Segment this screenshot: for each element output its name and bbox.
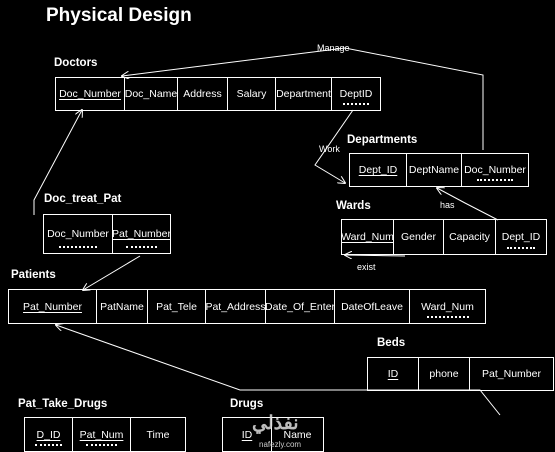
column-gender: Gender <box>393 220 443 254</box>
column-doc-number: Doc_Number <box>461 154 528 186</box>
column-d-id: D_ID <box>25 418 72 451</box>
column-dept-id: Dept_ID <box>495 220 546 254</box>
table-name-doc-treat-pat: Doc_treat_Pat <box>44 193 122 205</box>
column-ward-num: Ward_Num <box>409 290 485 323</box>
column-capacity: Capacity <box>443 220 495 254</box>
table-doc-treat-pat: Doc_Number Pat_Number <box>43 214 171 254</box>
table-wards: Ward_Num Gender Capacity Dept_ID <box>341 219 547 255</box>
column-pat-num: Pat_Num <box>72 418 130 451</box>
table-name-doctors: Doctors <box>54 57 98 69</box>
table-name-pat-take-drugs: Pat_Take_Drugs <box>18 398 108 410</box>
treat-doctor-line <box>33 110 82 215</box>
column-phone: phone <box>418 358 469 390</box>
table-name-departments: Departments <box>347 134 418 146</box>
page-title: Physical Design <box>46 5 192 26</box>
column-id: ID <box>241 428 253 441</box>
treat-patient-line <box>83 255 141 290</box>
table-name-beds: Beds <box>377 337 406 349</box>
column-doc-number: Doc_Number <box>59 88 121 100</box>
relationship-label-exist: exist <box>357 262 376 272</box>
column-date-of-enter: Date_Of_Enter <box>265 290 334 323</box>
table-pat-take-drugs: D_ID Pat_Num Time <box>24 417 186 452</box>
column-pat-number: Pat_Number <box>23 300 82 313</box>
column-address: Address <box>177 78 227 110</box>
column-pat-tele: Pat_Tele <box>147 290 205 323</box>
table-doctors: Doc_Number Doc_Name Address Salary Depar… <box>55 77 381 111</box>
column-pat-number: Pat_Number <box>112 215 170 253</box>
table-departments: Dept_ID DeptName Doc_Number <box>349 153 529 187</box>
column-pat-number: Pat_Number <box>469 358 553 390</box>
column-doc-number: Doc_Number <box>44 215 112 253</box>
column-ward-num: Ward_Num <box>342 231 393 243</box>
relationship-label-manage: Manage <box>317 43 350 53</box>
table-name-wards: Wards <box>336 200 371 212</box>
beds-patient-line <box>56 325 501 416</box>
work-line <box>314 109 354 183</box>
exist-line <box>345 255 406 256</box>
column-salary: Salary <box>227 78 275 110</box>
column-dept-name: DeptName <box>406 154 461 186</box>
table-name-drugs: Drugs <box>230 398 264 410</box>
has-line <box>437 188 499 221</box>
column-pat-name: PatName <box>96 290 147 323</box>
manage-line <box>122 47 484 150</box>
relationship-label-has: has <box>440 200 455 210</box>
column-id: ID <box>387 368 399 380</box>
column-dept-id: DeptID <box>331 78 380 110</box>
table-name-patients: Patients <box>11 269 56 281</box>
column-date-of-leave: DateOfLeave <box>334 290 409 323</box>
column-doc-name: Doc_Name <box>124 78 177 110</box>
watermark-url: nafezly.com <box>259 440 302 449</box>
relationship-label-work: Work <box>319 144 340 154</box>
watermark-logo: نفذلي <box>252 413 299 434</box>
column-pat-address: Pat_Address <box>205 290 265 323</box>
column-department: Department <box>275 78 331 110</box>
table-patients: Pat_Number PatName Pat_Tele Pat_Address … <box>8 289 486 324</box>
table-beds: ID phone Pat_Number <box>367 357 554 391</box>
column-dept-id: Dept_ID <box>358 164 398 176</box>
column-name: Name <box>271 418 323 451</box>
column-time: Time <box>130 418 185 451</box>
